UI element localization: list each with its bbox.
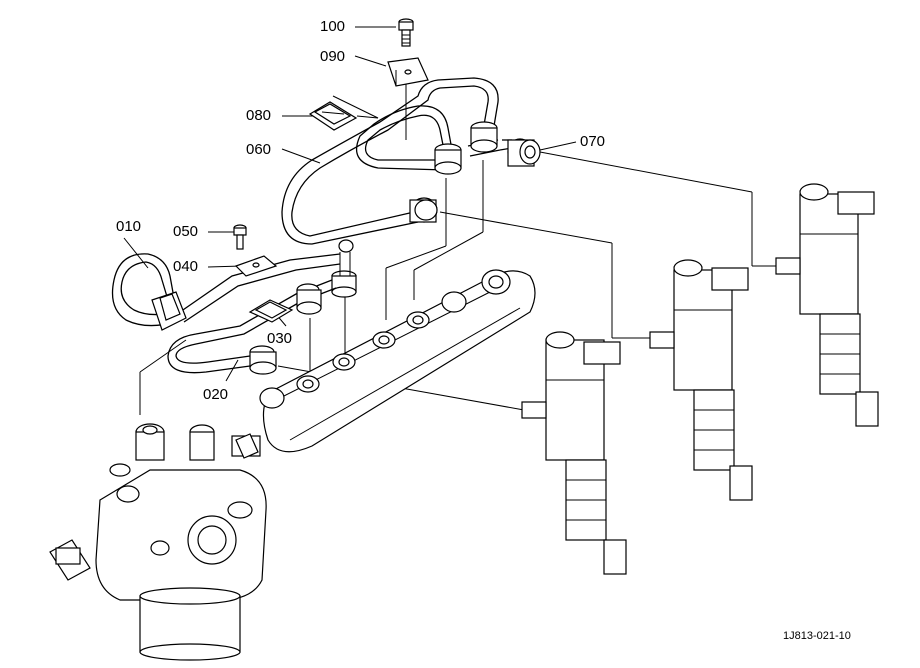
pipe-020-nuts — [249, 283, 322, 375]
clamp-030 — [248, 299, 294, 323]
pipe-010-nuts — [151, 239, 357, 331]
label-010[interactable]: 010 — [116, 218, 141, 235]
common-rail — [231, 269, 536, 459]
label-100[interactable]: 100 — [320, 18, 345, 35]
label-050[interactable]: 050 — [173, 223, 198, 240]
figure-code: 1J813-021-10 — [783, 630, 851, 642]
clamp-090 — [387, 57, 429, 87]
label-020[interactable]: 020 — [203, 386, 228, 403]
pipe-060-nuts — [409, 121, 498, 223]
supply-pump — [49, 423, 267, 661]
injector-2 — [649, 259, 753, 501]
nut-070 — [507, 138, 541, 167]
clamp-080 — [308, 101, 358, 131]
label-030[interactable]: 030 — [267, 330, 292, 347]
label-060[interactable]: 060 — [246, 141, 271, 158]
clamp-040 — [234, 255, 278, 277]
injector-3 — [775, 183, 879, 427]
label-080[interactable]: 080 — [246, 107, 271, 124]
label-040[interactable]: 040 — [173, 258, 198, 275]
part-labels: 100 090 080 060 070 010 050 040 030 020 … — [116, 18, 851, 642]
injector-1 — [521, 331, 627, 575]
label-090[interactable]: 090 — [320, 48, 345, 65]
bolt-100 — [398, 18, 414, 47]
pipe-020 — [167, 279, 337, 374]
bolt-050 — [233, 224, 247, 250]
label-070[interactable]: 070 — [580, 133, 605, 150]
pipe-060 — [281, 77, 513, 245]
